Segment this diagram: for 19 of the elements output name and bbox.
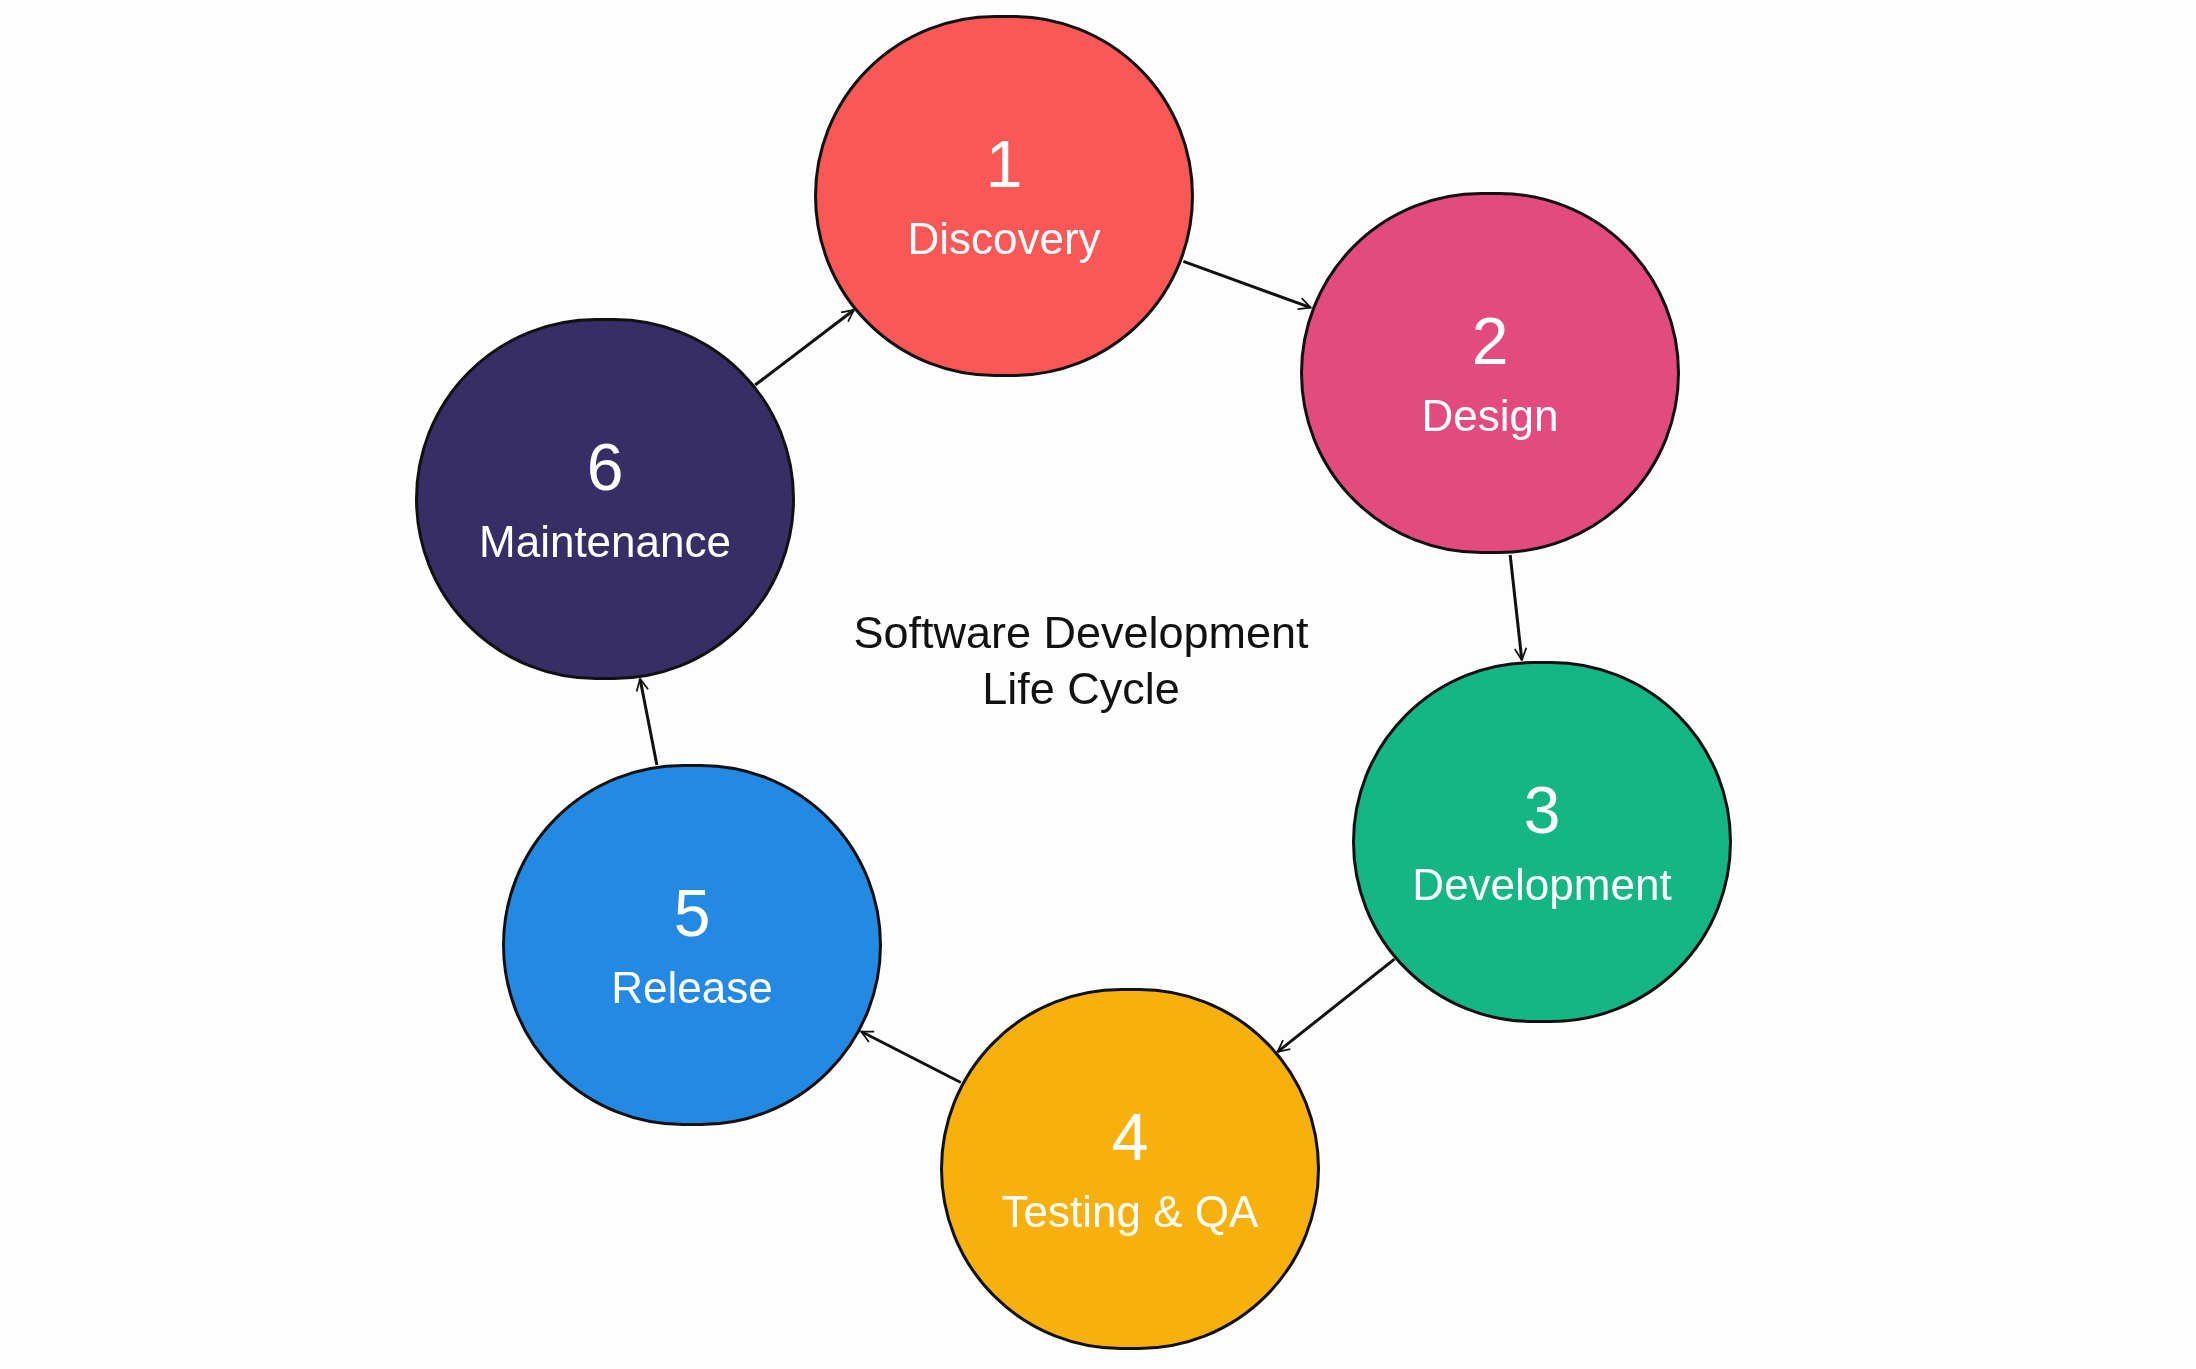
phase-label: Release [611,966,773,1010]
phase-label: Discovery [907,217,1101,261]
phase-label: Design [1421,394,1559,438]
arrow [1508,554,1528,661]
step-number: 2 [1471,308,1509,374]
step-number: 6 [586,434,624,500]
step-number: 3 [1523,777,1561,843]
arrow [635,678,659,766]
step-number: 4 [1111,1104,1149,1170]
diagram-title: Software Development Life Cycle [852,606,1310,716]
step-number: 1 [985,131,1023,197]
phase-label: Maintenance [479,520,731,564]
arrow [754,308,855,387]
phase-label: Development [1412,863,1672,907]
arrow [1276,957,1396,1054]
arrow [860,1030,962,1084]
phase-label: Testing & QA [1001,1190,1259,1234]
arrow [1182,259,1312,311]
step-number: 5 [673,880,711,946]
